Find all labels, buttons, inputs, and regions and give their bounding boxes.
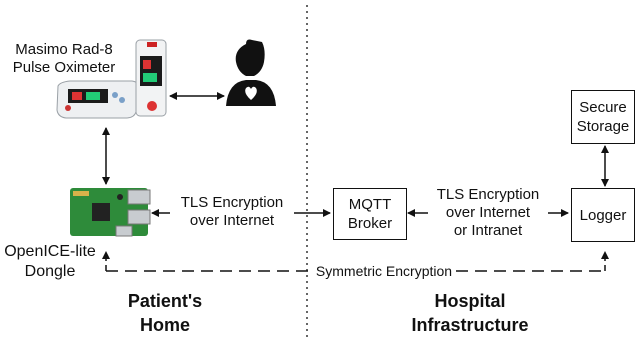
zone-hospital-line2: Infrastructure xyxy=(411,315,529,335)
dongle-label: OpenICE-lite Dongle xyxy=(0,242,100,282)
logger-label: Logger xyxy=(579,206,627,224)
zone-patient-home: Patient's Home xyxy=(110,289,220,337)
logger-node: Logger xyxy=(571,188,635,242)
oximeter-label-line2: Pulse Oximeter xyxy=(12,59,116,76)
zone-home-line1: Patient's xyxy=(127,291,203,311)
tls-internet-label: TLS Encryption over Internet xyxy=(170,194,294,230)
tls-intranet-line3: or Intranet xyxy=(453,222,523,239)
oximeter-label: Masimo Rad-8 Pulse Oximeter xyxy=(6,41,122,77)
symmetric-encryption-label: Symmetric Encryption xyxy=(312,262,456,280)
zone-hospital: Hospital Infrastructure xyxy=(400,289,540,337)
person-with-heart-icon xyxy=(226,39,276,106)
zone-hospital-line1: Hospital xyxy=(434,291,506,311)
zone-home-line2: Home xyxy=(139,315,190,335)
storage-line1: Secure xyxy=(579,99,627,116)
mqtt-line2: Broker xyxy=(347,215,393,232)
pulse-oximeter-device-icon xyxy=(56,39,167,119)
secure-storage-node: Secure Storage xyxy=(571,90,635,144)
tls-intranet-line1: TLS Encryption xyxy=(436,186,540,203)
oximeter-label-line1: Masimo Rad-8 xyxy=(15,41,113,58)
tls-intranet-label: TLS Encryption over Internet or Intranet xyxy=(428,186,548,240)
tls-intranet-line2: over Internet xyxy=(445,204,531,221)
mqtt-line1: MQTT xyxy=(348,196,392,213)
mqtt-broker-node: MQTT Broker xyxy=(333,188,407,240)
dongle-label-line1: OpenICE-lite xyxy=(4,243,96,260)
storage-line2: Storage xyxy=(576,118,630,135)
dongle-label-line2: Dongle xyxy=(24,263,76,280)
tls-internet-line2: over Internet xyxy=(189,212,275,229)
raspberry-pi-board-icon xyxy=(70,188,151,237)
tls-internet-line1: TLS Encryption xyxy=(180,194,284,211)
